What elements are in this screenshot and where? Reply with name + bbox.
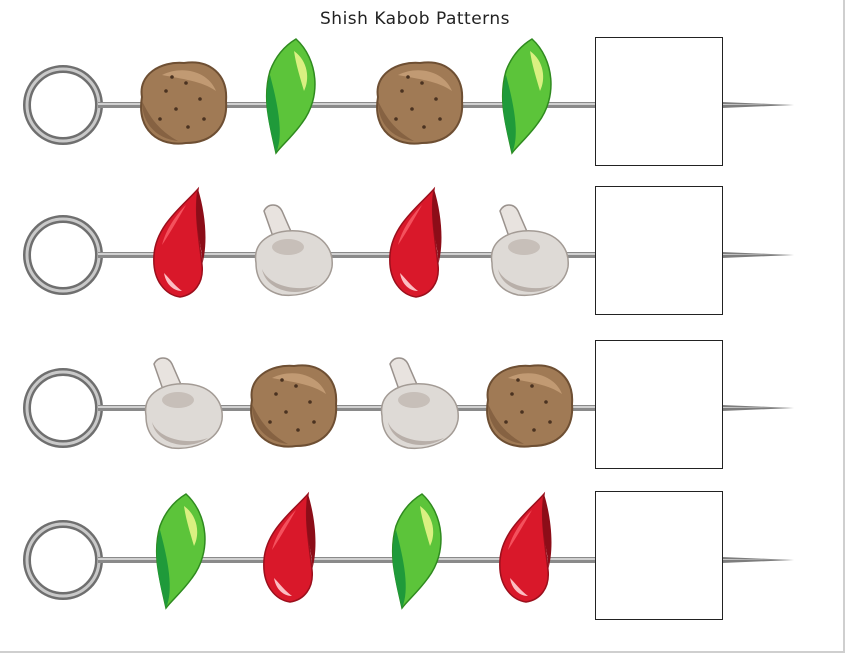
potato-icon [376, 61, 464, 145]
answer-box-3[interactable] [595, 340, 723, 469]
kabob-row-1 [0, 35, 845, 175]
mushroom-icon [144, 357, 223, 450]
red-pepper-icon [153, 186, 206, 298]
skewer-3 [23, 357, 794, 450]
red-pepper-icon [389, 186, 442, 298]
potato-icon [250, 364, 338, 448]
skewer-1 [23, 38, 794, 155]
potato-icon [140, 61, 228, 145]
mushroom-icon [380, 357, 459, 450]
green-pepper-icon [155, 493, 206, 610]
skewer-2 [23, 186, 794, 298]
green-pepper-icon [391, 493, 442, 610]
worksheet-title: Shish Kabob Patterns [320, 9, 510, 29]
answer-box-4[interactable] [595, 491, 723, 620]
potato-icon [486, 364, 574, 448]
skewer-4 [23, 491, 794, 610]
answer-box-2[interactable] [595, 186, 723, 315]
kabob-row-2 [0, 185, 845, 325]
answer-box-1[interactable] [595, 37, 723, 166]
mushroom-icon [254, 204, 333, 297]
red-pepper-icon [263, 491, 316, 603]
red-pepper-icon [499, 491, 552, 603]
kabob-row-3 [0, 338, 845, 478]
green-pepper-icon [501, 38, 552, 155]
green-pepper-icon [265, 38, 316, 155]
kabob-row-4 [0, 490, 845, 630]
mushroom-icon [490, 204, 569, 297]
